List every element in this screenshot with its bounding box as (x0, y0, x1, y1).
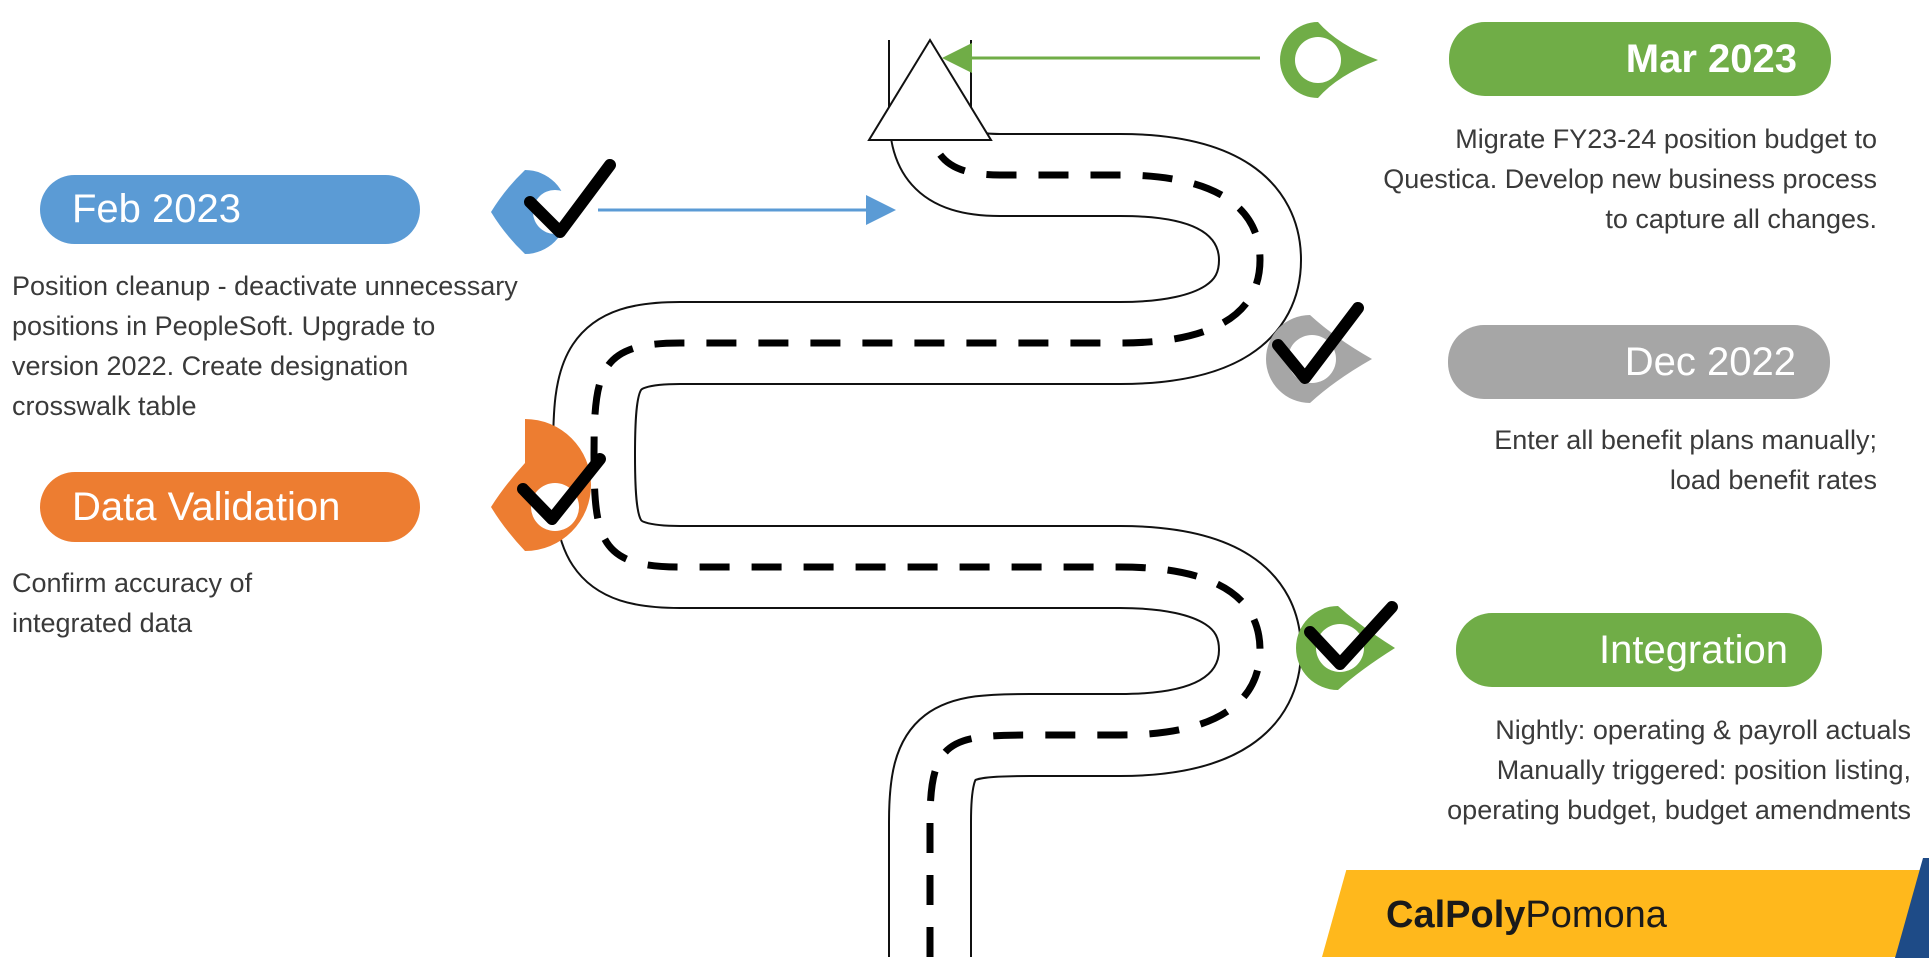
milestone-label-text: Integration (1598, 627, 1788, 672)
milestone-dec-2022-label: Dec 2022 (1448, 325, 1830, 399)
milestone-data-validation-label: Data Validation (40, 472, 420, 542)
logo-band (1322, 870, 1929, 957)
checkmark-icon (1272, 302, 1364, 384)
milestone-label-text: Data Validation (72, 484, 341, 529)
map-pin-icon (1296, 606, 1395, 690)
logo-regular-text: Pomona (1525, 894, 1667, 936)
milestone-mar-2023-description: Migrate FY23-24 position budget to Quest… (1383, 124, 1877, 234)
milestone-feb-2023-description: Position cleanup - deactivate unnecessar… (12, 271, 518, 421)
milestone-label-text: Feb 2023 (72, 187, 242, 231)
milestone-data-validation-description: Confirm accuracy of integrated data (12, 568, 253, 638)
logo-bold-text: CalPoly (1386, 894, 1526, 936)
road-arrowhead (867, 38, 993, 141)
milestone-integration-label: Integration (1456, 613, 1822, 687)
milestone-mar-2023-label: Mar 2023 (1449, 22, 1831, 96)
milestone-label-text: Mar 2023 (1625, 36, 1797, 81)
checkmark-icon (517, 453, 606, 525)
milestone-feb-2023-label: Feb 2023 (40, 175, 420, 244)
calpoly-pomona-logo: CalPolyPomona (1386, 894, 1667, 937)
checkmark-icon (524, 159, 616, 238)
winding-road (552, 38, 1302, 957)
milestone-dec-2022-description: Enter all benefit plans manually; load b… (1494, 425, 1877, 495)
checkmark-icon (1304, 601, 1398, 670)
milestone-integration-description: Nightly: operating & payroll actuals Man… (1447, 715, 1911, 825)
map-pin-icon (1280, 22, 1378, 98)
milestone-label-text: Dec 2022 (1624, 339, 1796, 384)
